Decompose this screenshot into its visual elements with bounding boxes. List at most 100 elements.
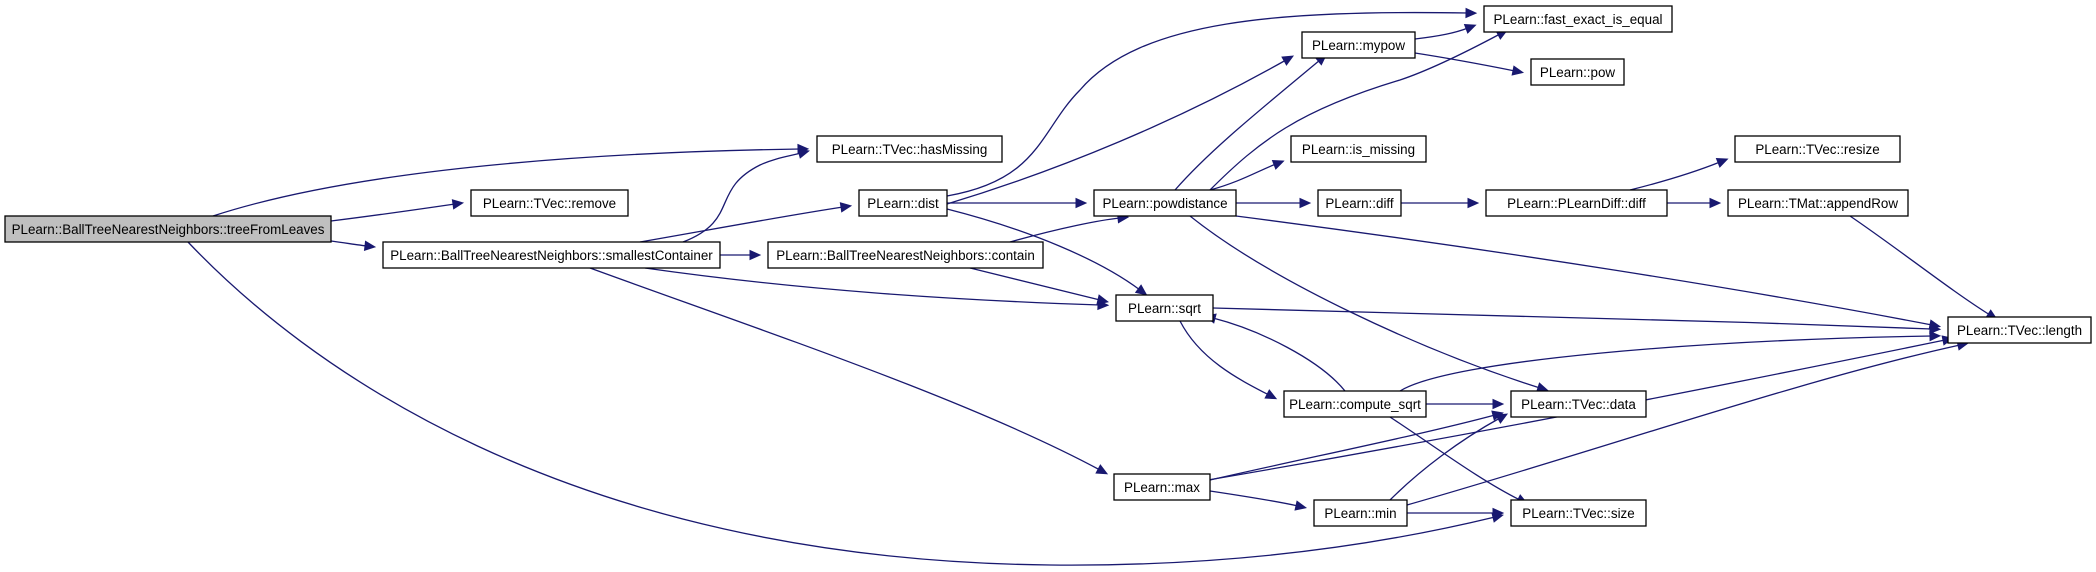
edge-arrowhead [1271, 159, 1285, 170]
node-label: PLearn::dist [867, 196, 939, 211]
node-label: PLearn::powdistance [1102, 196, 1227, 211]
edge-line [330, 203, 456, 222]
node-label: PLearn::BallTreeNearestNeighbors::smalle… [390, 248, 713, 263]
node-label: PLearn::TVec::remove [483, 196, 616, 211]
edge-dist-to-powdistance [947, 197, 1088, 209]
edge-smallestContainer-to-hasMissing [682, 148, 810, 243]
edge-arrowhead [1465, 7, 1478, 19]
edge-line [1212, 307, 1933, 330]
edge-smallestContainer-to-max [589, 267, 1109, 475]
node-mypow[interactable]: PLearn::mypow [1301, 31, 1416, 59]
node-data[interactable]: PLearn::TVec::data [1510, 390, 1647, 418]
edge-arrowhead [1095, 464, 1109, 475]
edge-line [969, 267, 1101, 301]
edge-compute_sqrt-to-data [1425, 398, 1505, 410]
edge-smallestContainer-to-sqrt [644, 267, 1110, 311]
node-box [1301, 31, 1416, 59]
node-diff[interactable]: PLearn::diff [1317, 189, 1402, 217]
node-remove[interactable]: PLearn::TVec::remove [470, 189, 629, 217]
node-is_missing[interactable]: PLearn::is_missing [1290, 135, 1427, 163]
edge-dist-to-fast_exact_is_equal [946, 7, 1478, 197]
edge-dist-to-sqrt [946, 208, 1148, 296]
edge-sqrt-to-length [1212, 307, 1942, 335]
edge-arrowhead [797, 148, 810, 159]
edge-line [1406, 344, 1961, 506]
edge-diff-to-PLearnDiff [1401, 197, 1480, 209]
node-treeFromLeaves[interactable]: PLearn::BallTreeNearestNeighbors::treeFr… [4, 215, 332, 243]
node-label: PLearn::TVec::hasMissing [832, 142, 988, 157]
edge-line [1212, 317, 1346, 392]
edge-arrowhead [1467, 197, 1480, 209]
node-label: PLearn::TMat::appendRow [1738, 196, 1898, 211]
node-contain[interactable]: PLearn::BallTreeNearestNeighbors::contai… [767, 241, 1044, 269]
node-label: PLearn::BallTreeNearestNeighbors::treeFr… [12, 222, 325, 237]
node-label: PLearn::pow [1540, 65, 1616, 80]
edge-line [1209, 414, 1496, 481]
edge-line [946, 208, 1141, 291]
edge-arrowhead [1495, 413, 1509, 424]
node-hasMissing[interactable]: PLearn::TVec::hasMissing [816, 135, 1003, 163]
node-box [470, 189, 629, 217]
edge-line [187, 241, 1496, 566]
node-dist[interactable]: PLearn::dist [858, 189, 948, 217]
node-box [858, 189, 948, 217]
node-max[interactable]: PLearn::max [1113, 473, 1211, 501]
node-powdistance[interactable]: PLearn::powdistance [1093, 189, 1237, 217]
edge-mypow-to-pow [1414, 52, 1525, 76]
edge-line [1174, 59, 1321, 191]
node-sqrt[interactable]: PLearn::sqrt [1115, 294, 1214, 322]
edge-line [1389, 416, 1521, 501]
edge-mypow-to-fast_exact_is_equal [1414, 23, 1477, 40]
edge-contain-to-powdistance [1009, 213, 1130, 243]
edge-line [330, 240, 368, 247]
node-box [1483, 5, 1673, 33]
node-size[interactable]: PLearn::TVec::size [1510, 499, 1647, 527]
node-box [1115, 294, 1214, 322]
edge-line [1209, 163, 1277, 191]
node-label: PLearn::diff [1325, 196, 1394, 211]
edge-line [1414, 52, 1516, 72]
edge-dist-to-mypow [946, 55, 1295, 205]
node-label: PLearn::is_missing [1302, 142, 1415, 157]
node-smallestContainer[interactable]: PLearn::BallTreeNearestNeighbors::smalle… [382, 241, 721, 269]
edge-max-to-data [1209, 410, 1504, 481]
node-label: PLearn::min [1324, 506, 1396, 521]
node-box [1530, 58, 1625, 86]
node-pow[interactable]: PLearn::pow [1530, 58, 1625, 86]
edge-line [1629, 161, 1721, 191]
edge-arrowhead [363, 240, 377, 251]
edge-line [644, 267, 1101, 306]
edge-treeFromLeaves-to-smallestContainer [330, 240, 377, 251]
edge-arrowhead [1511, 65, 1525, 76]
edge-line [639, 206, 844, 243]
edge-smallestContainer-to-contain [720, 249, 762, 261]
edge-PLearnDiff-to-appendRow [1667, 197, 1722, 209]
edge-line [1235, 215, 1933, 326]
edge-arrowhead [1281, 55, 1295, 66]
edge-sqrt-to-compute_sqrt [1179, 320, 1278, 400]
node-label: PLearn::sqrt [1128, 301, 1201, 316]
edge-smallestContainer-to-dist [639, 202, 853, 243]
edge-line [1399, 335, 1933, 392]
node-min[interactable]: PLearn::min [1313, 499, 1408, 527]
edge-treeFromLeaves-to-remove [330, 199, 465, 222]
edge-powdistance-to-mypow [1174, 54, 1328, 191]
edge-powdistance-to-diff [1236, 197, 1312, 209]
edge-arrowhead [1264, 389, 1278, 400]
node-PLearnDiff[interactable]: PLearn::PLearnDiff::diff [1485, 189, 1668, 217]
node-label: PLearn::PLearnDiff::diff [1507, 196, 1646, 211]
node-label: PLearn::BallTreeNearestNeighbors::contai… [776, 248, 1035, 263]
node-appendRow[interactable]: PLearn::TMat::appendRow [1727, 189, 1909, 217]
edge-line [1189, 215, 1541, 389]
node-length[interactable]: PLearn::TVec::length [1947, 316, 2092, 344]
edge-compute_sqrt-to-length [1399, 330, 1942, 392]
node-box [816, 135, 1003, 163]
edge-line [212, 148, 801, 217]
edge-line [682, 152, 802, 243]
node-resize[interactable]: PLearn::TVec::resize [1734, 135, 1901, 163]
node-fast_exact_is_equal[interactable]: PLearn::fast_exact_is_equal [1483, 5, 1673, 33]
node-compute_sqrt[interactable]: PLearn::compute_sqrt [1283, 390, 1427, 418]
edge-arrowhead [1715, 158, 1729, 168]
node-label: PLearn::TVec::resize [1755, 142, 1879, 157]
edge-arrowhead [1709, 197, 1722, 209]
